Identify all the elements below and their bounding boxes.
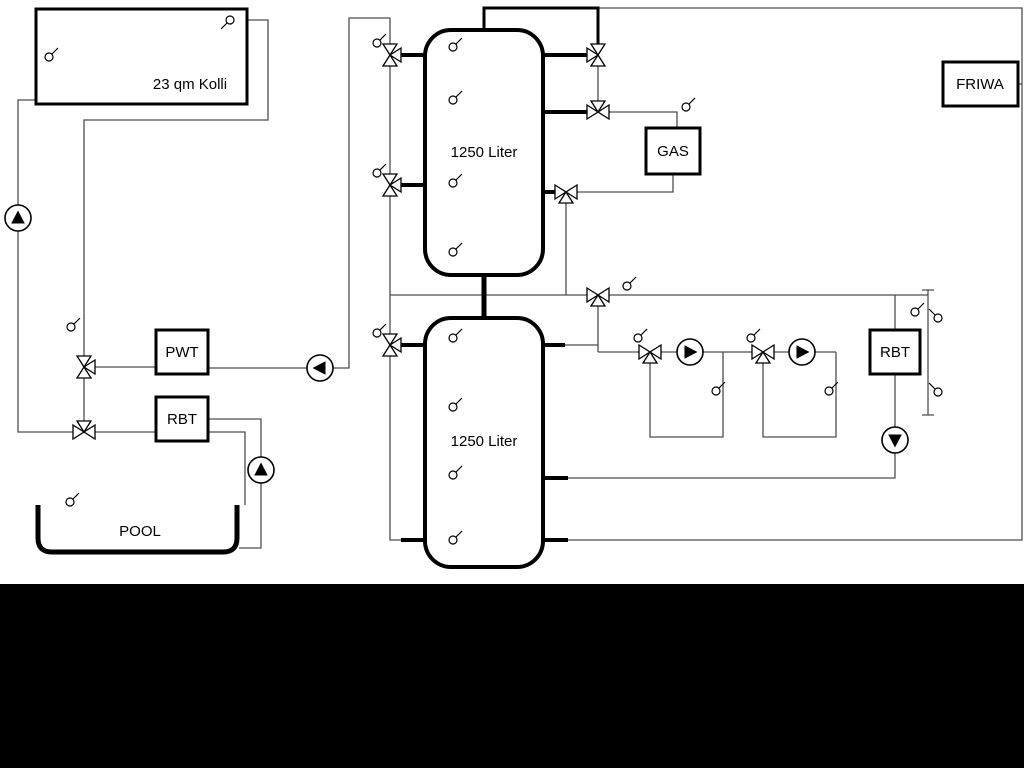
rbt-right-label: RBT [880, 344, 910, 361]
sensor-icon [65, 492, 80, 507]
three-way-valve-icon [554, 184, 578, 204]
rbt-right-box: RBT [868, 328, 922, 376]
schematic-canvas: 1250 Liter 1250 Liter 23 qm Kolli GAS FR… [0, 0, 1024, 584]
pipe-distribution-header [390, 294, 928, 353]
pipe-collector-loop [17, 19, 269, 433]
rbt-left-box: RBT [154, 395, 210, 443]
three-way-valve-icon [586, 43, 606, 67]
three-way-valve-icon [76, 355, 96, 379]
pipe-left-tank-column [389, 18, 401, 541]
three-way-valve-icon [382, 333, 402, 357]
tank-1-label: 1250 Liter [451, 144, 518, 161]
tank-top-header [482, 6, 600, 44]
three-way-valve-icon [382, 173, 402, 197]
three-way-valve-icon [72, 420, 96, 440]
sensor-icon [928, 308, 943, 323]
three-way-valve-icon [586, 287, 610, 307]
pwt-label: PWT [165, 344, 198, 361]
heating-circuit-pump-1-icon [676, 338, 704, 366]
three-way-valve-icon [638, 344, 662, 364]
pipe-network [17, 7, 1023, 549]
pwt-pump-icon [306, 354, 334, 382]
tank-stub-lines [401, 53, 587, 542]
rbt-pump-icon [881, 426, 909, 454]
sensor-icon [622, 276, 637, 291]
friwa-label: FRIWA [956, 76, 1004, 93]
gas-boiler-box: GAS [644, 126, 702, 176]
pipe-pwt-pool-loop [95, 17, 390, 549]
tank-2-label: 1250 Liter [451, 433, 518, 450]
sensor-icon [910, 302, 925, 317]
buffer-tank-1: 1250 Liter [423, 28, 545, 277]
collector-box: 23 qm Kolli [34, 7, 249, 106]
tank-stubs [401, 6, 600, 542]
pool-basin: POOL [35, 505, 240, 555]
collector-label: 23 qm Kolli [153, 76, 227, 93]
pwt-box: PWT [154, 328, 210, 376]
collector-pump-icon [4, 204, 32, 232]
pool-label: POOL [119, 523, 161, 540]
sensor-icon [681, 97, 696, 112]
sensor-icon [66, 317, 81, 332]
friwa-box: FRIWA [941, 60, 1020, 108]
sensor-icon [633, 328, 648, 343]
three-way-valve-icon [586, 100, 610, 120]
pipe-gas-loop [565, 66, 678, 295]
three-way-valve-icon [382, 43, 402, 67]
buffer-tank-2: 1250 Liter [423, 316, 545, 569]
heating-circuit-pump-2-icon [788, 338, 816, 366]
rbt-left-label: RBT [167, 411, 197, 428]
pipe-rbt-right-loop [568, 289, 934, 479]
three-way-valve-icon [751, 344, 775, 364]
pool-pump-icon [247, 456, 275, 484]
gas-label: GAS [657, 143, 689, 160]
sensor-icon [928, 382, 943, 397]
sensor-icon [746, 328, 761, 343]
pipe-heating-circuit-loops [649, 352, 837, 438]
letterbox [0, 584, 1024, 768]
